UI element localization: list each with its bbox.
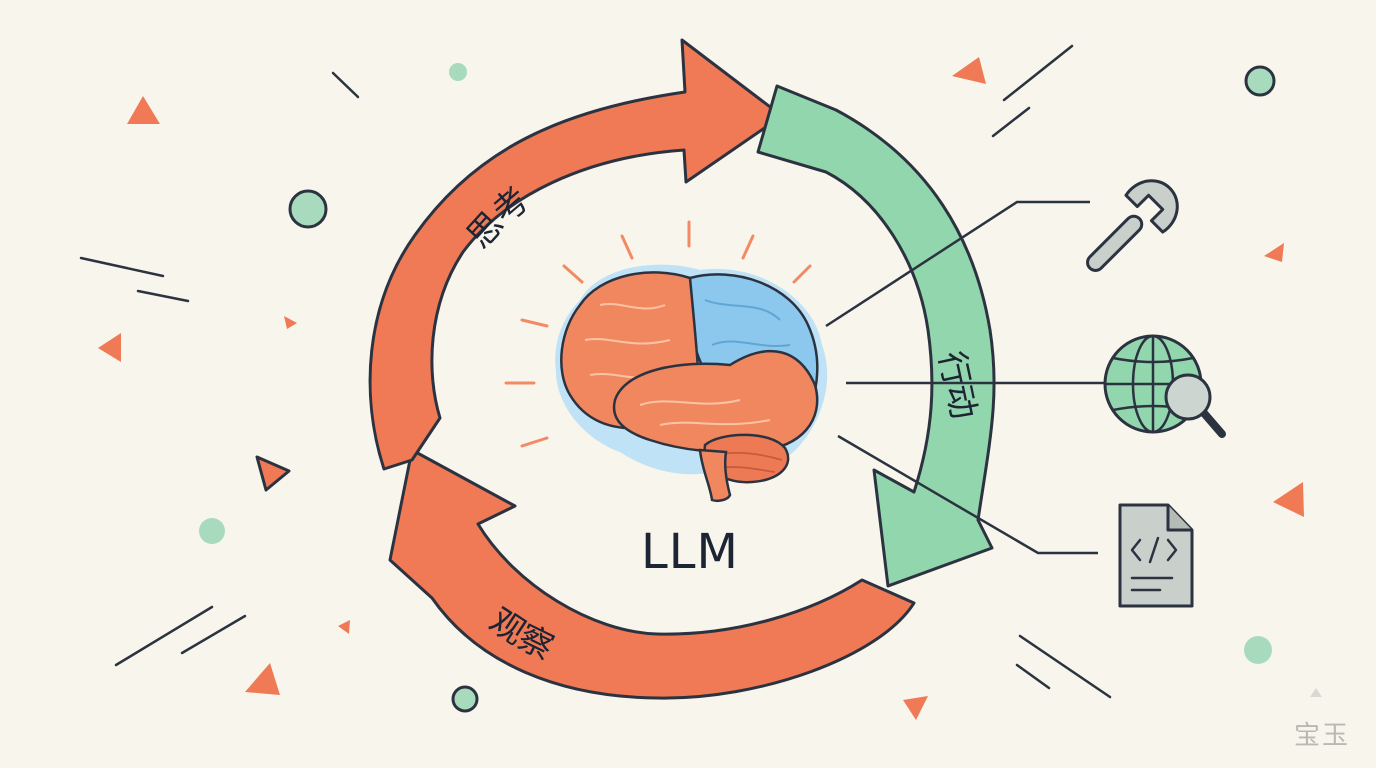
- globe-search-icon: [1103, 334, 1226, 438]
- act-arrow: [756, 84, 996, 588]
- wrench-icon: [1086, 179, 1179, 272]
- outlined-triangle: [255, 455, 291, 492]
- background-decorations: [79, 44, 1112, 699]
- glow-rays: [504, 220, 812, 448]
- observe-arrow: [388, 448, 916, 700]
- watermark: 宝玉: [1293, 721, 1350, 751]
- think-arrow: [368, 38, 784, 471]
- background-triangles: [98, 57, 1304, 720]
- brain-icon: [504, 220, 828, 503]
- code-file-icon: [1118, 503, 1194, 608]
- watermark-mark: [1310, 688, 1322, 697]
- background-circles: [199, 63, 1276, 713]
- llm-label: LLM: [641, 524, 739, 580]
- tool-connectors: [825, 200, 1113, 555]
